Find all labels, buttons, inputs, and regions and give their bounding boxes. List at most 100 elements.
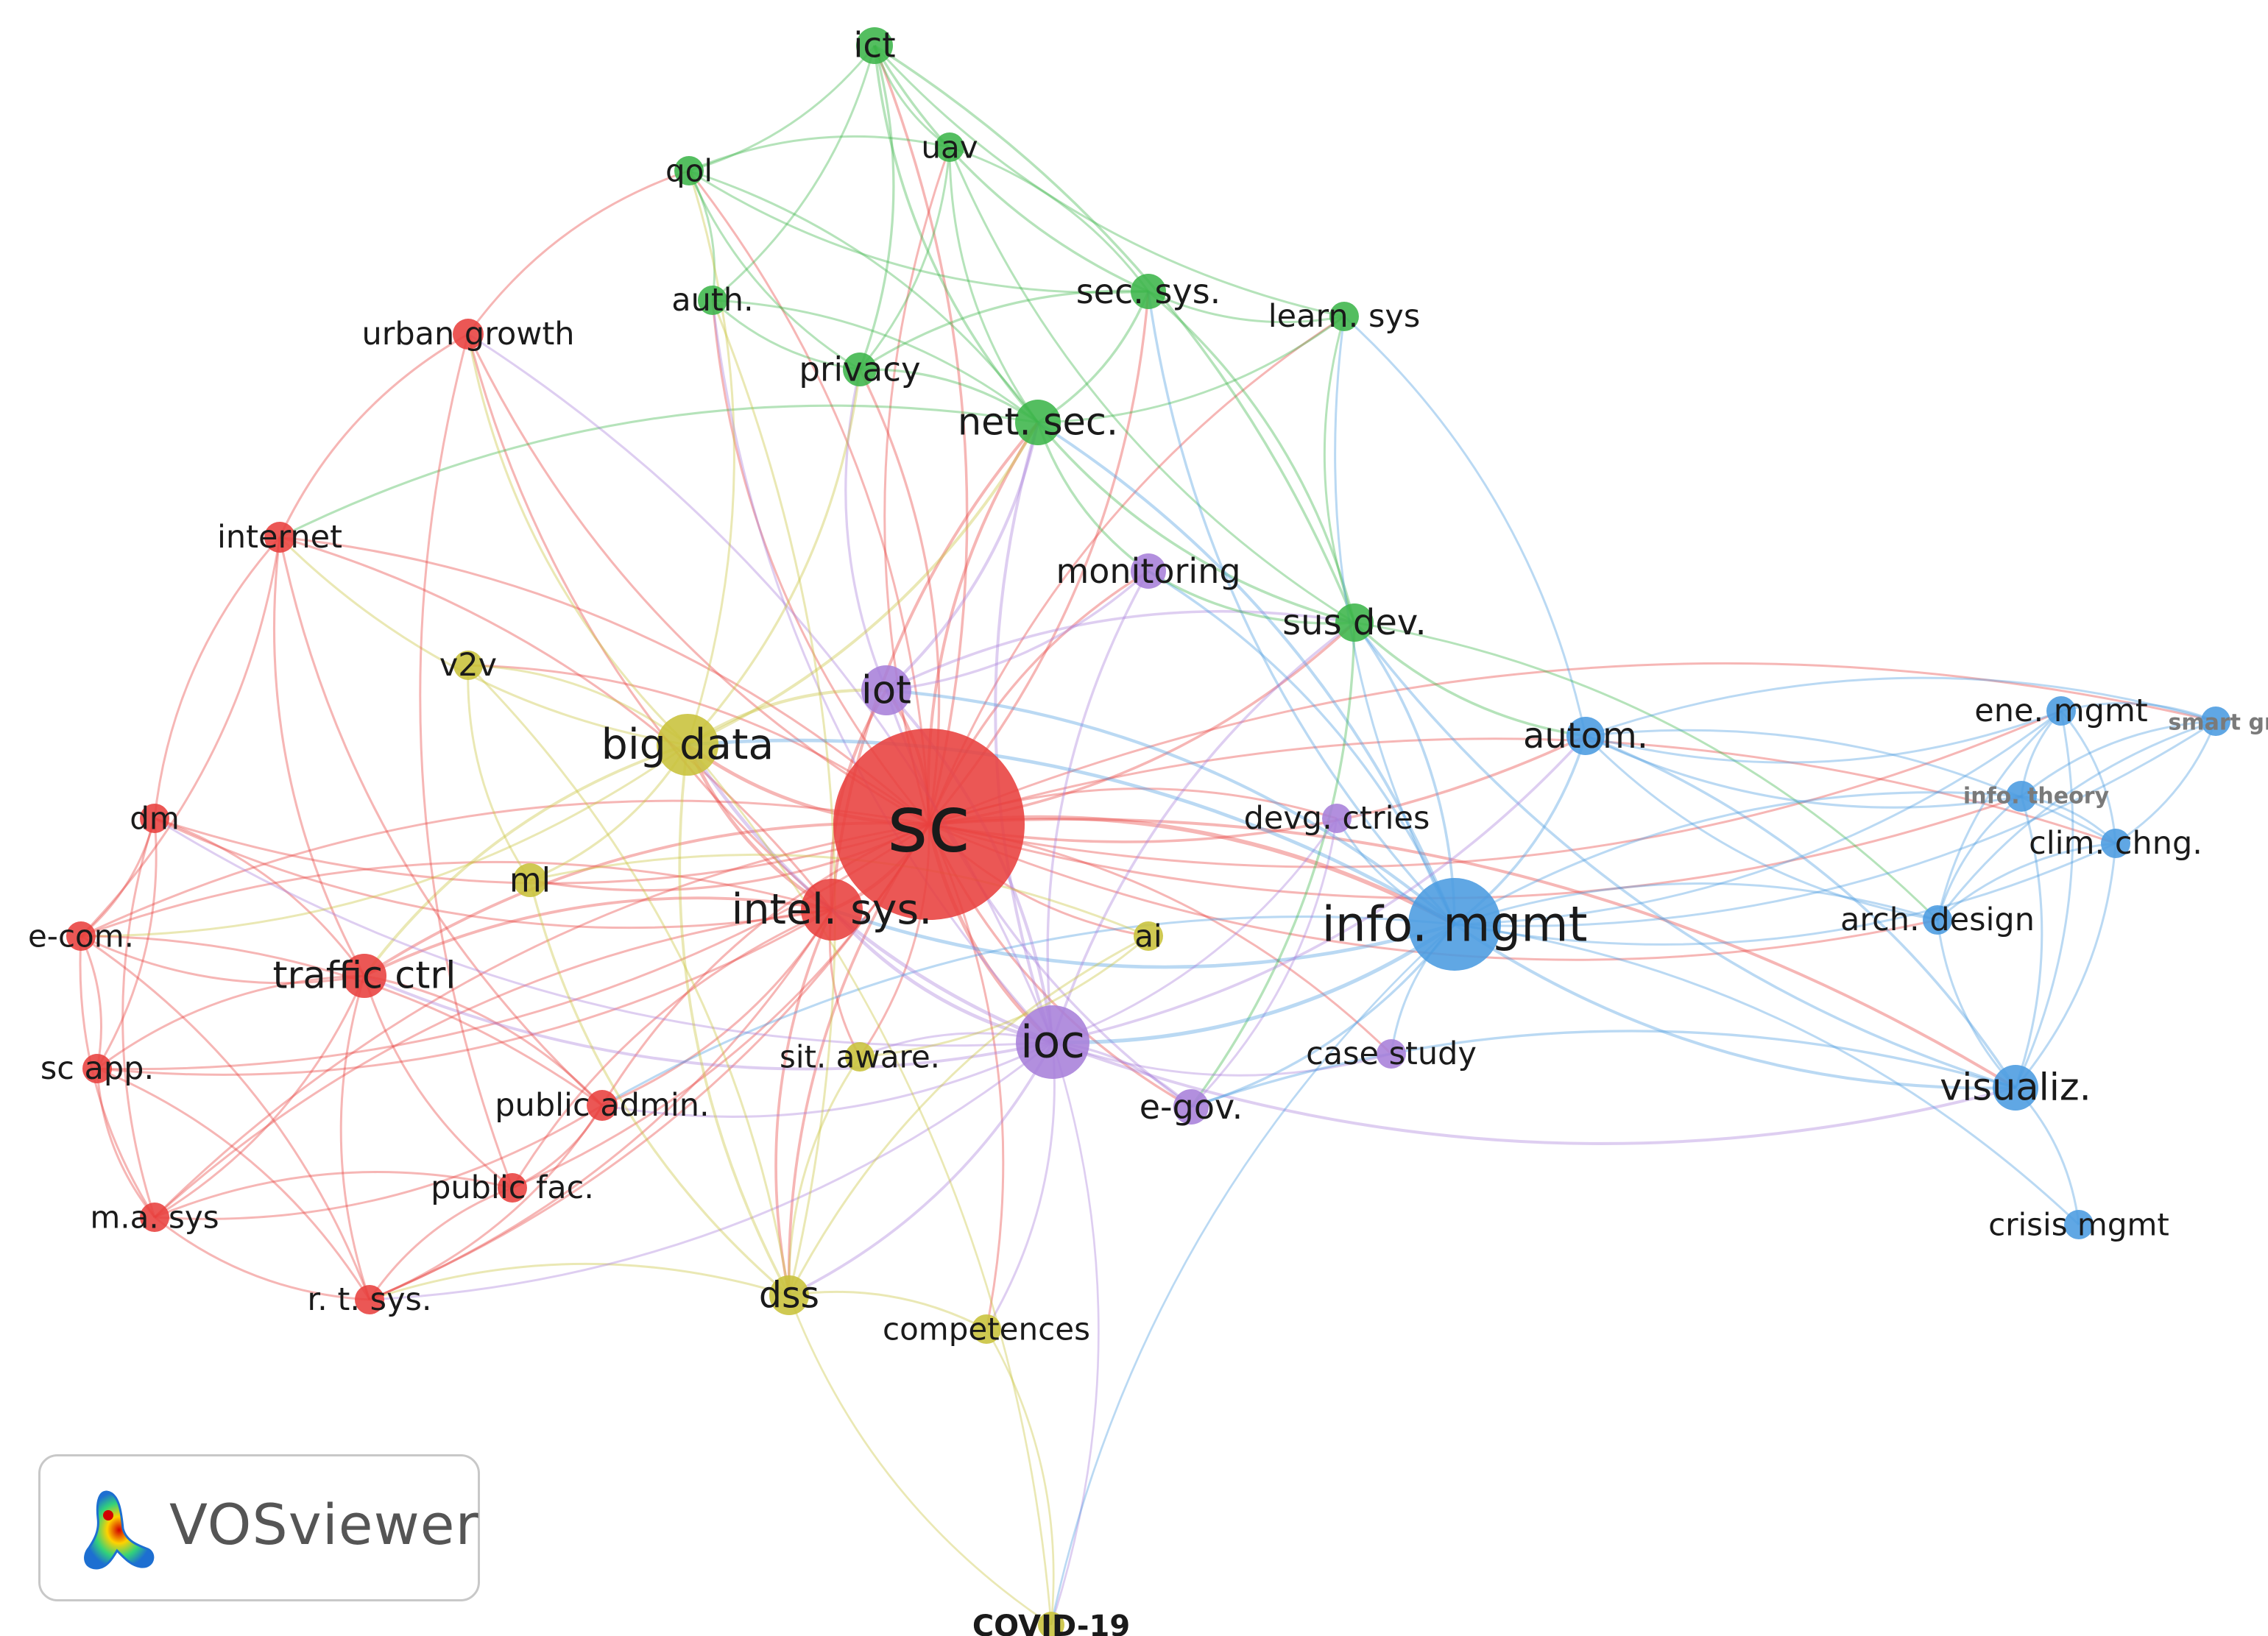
edge-infomgmt-climchng xyxy=(1454,842,2116,946)
edge-internet-bigdata xyxy=(278,536,688,746)
edge-traffic-internet xyxy=(272,537,366,977)
node-label-traffic: traffic ctrl xyxy=(273,955,456,998)
node-crisis[interactable] xyxy=(2064,1210,2094,1239)
node-netsec[interactable] xyxy=(1015,400,1061,445)
edge-intel-urban xyxy=(467,333,833,911)
edge-autom-enemgmt xyxy=(1585,709,2062,764)
node-devg[interactable] xyxy=(1322,804,1352,833)
edge-urban-bigdata xyxy=(467,333,689,746)
node-rtsys[interactable] xyxy=(355,1285,384,1314)
edge-traffic-bigdata xyxy=(363,743,688,977)
edge-susdev-egov xyxy=(1190,622,1356,1108)
node-dss[interactable] xyxy=(769,1275,809,1315)
edge-traffic-scapp xyxy=(96,974,365,1070)
edge-qol-bigdata xyxy=(686,170,735,746)
node-label-uav: uav xyxy=(921,130,978,166)
edge-secsys-privacy xyxy=(859,289,1149,371)
edge-infomgmt-crisis xyxy=(1454,923,2080,1226)
node-label-susdev: sus dev. xyxy=(1282,602,1427,643)
node-infotheory[interactable] xyxy=(2006,781,2037,812)
edge-infotheory-archdesign xyxy=(1936,795,2022,921)
edge-enemgmt-smartgrid xyxy=(2060,701,2216,723)
edge-uav-netsec xyxy=(948,146,1039,423)
node-smartgrid[interactable] xyxy=(2201,707,2230,736)
edge-ai-sitaware xyxy=(859,935,1149,1058)
edge-masys-pubfac xyxy=(154,1171,513,1219)
edge-rtsys-pubadmin xyxy=(369,1105,604,1301)
node-masys[interactable] xyxy=(140,1203,169,1232)
node-ict[interactable] xyxy=(856,27,893,64)
edge-traffic-pubadmin xyxy=(364,974,604,1107)
edge-covid-bigdata xyxy=(686,744,1053,1626)
node-covid[interactable] xyxy=(1038,1612,1064,1636)
node-monitoring[interactable] xyxy=(1131,553,1166,589)
node-visualiz[interactable] xyxy=(1993,1065,2038,1111)
node-auth[interactable] xyxy=(698,286,727,315)
node-archdesign[interactable] xyxy=(1923,905,1952,935)
node-traffic[interactable] xyxy=(342,954,386,998)
node-egov[interactable] xyxy=(1173,1089,1209,1125)
node-dm[interactable] xyxy=(140,804,169,833)
edge-ict-netsec xyxy=(873,45,1039,424)
node-v2v[interactable] xyxy=(453,651,483,680)
edge-ecom-rtsys xyxy=(80,935,371,1300)
edge-monitoring-iot xyxy=(886,570,1150,692)
edge-sc-qol xyxy=(688,170,930,825)
node-secsys[interactable] xyxy=(1131,274,1166,309)
edge-iot-infomgmt xyxy=(886,688,1456,926)
node-privacy[interactable] xyxy=(843,353,877,386)
edge-enemgmt-visualiz xyxy=(2014,710,2074,1088)
edge-netsec-monitoring xyxy=(1036,422,1149,573)
node-label-iot: iot xyxy=(861,668,911,713)
node-label-ioc: ioc xyxy=(1020,1016,1085,1069)
node-climchng[interactable] xyxy=(2101,829,2130,858)
edge-intel-infomgmt xyxy=(831,907,1455,969)
node-ml[interactable] xyxy=(513,863,547,897)
edge-rtsys-dss xyxy=(369,1262,790,1301)
node-intel[interactable] xyxy=(801,879,863,941)
node-sc[interactable] xyxy=(833,729,1025,920)
edge-uav-qol xyxy=(688,135,950,172)
node-scapp[interactable] xyxy=(82,1054,112,1083)
edge-competences-ioc xyxy=(985,1041,1056,1330)
edge-ict-auth xyxy=(712,45,876,302)
edge-ioc-autom xyxy=(1052,734,1587,1044)
node-label-ai: ai xyxy=(1134,918,1162,955)
node-ecom[interactable] xyxy=(66,921,96,951)
node-label-sc: sc xyxy=(887,779,971,870)
node-pubfac[interactable] xyxy=(498,1173,527,1203)
node-ai[interactable] xyxy=(1134,921,1163,951)
node-label-learn: learn. sys xyxy=(1268,298,1421,335)
node-autom[interactable] xyxy=(1566,717,1605,755)
node-pubadmin[interactable] xyxy=(587,1090,618,1121)
node-casestudy[interactable] xyxy=(1377,1039,1406,1069)
node-susdev[interactable] xyxy=(1335,603,1374,642)
edge-enemgmt-archdesign xyxy=(1936,709,2062,921)
node-bigdata[interactable] xyxy=(657,714,718,776)
edge-susdev-iot xyxy=(886,609,1355,692)
node-enemgmt[interactable] xyxy=(2046,696,2076,726)
node-urban[interactable] xyxy=(453,319,484,350)
node-sitaware[interactable] xyxy=(845,1042,875,1072)
node-qol[interactable] xyxy=(674,156,704,185)
node-learn[interactable] xyxy=(1329,302,1359,331)
edge-sc-internet xyxy=(279,536,930,826)
edge-ict-learn xyxy=(873,44,1345,318)
node-competences[interactable] xyxy=(972,1314,1001,1344)
edge-internet-dm xyxy=(153,537,281,819)
edge-dm-ecom xyxy=(80,818,156,938)
node-ioc[interactable] xyxy=(1016,1005,1089,1079)
node-uav[interactable] xyxy=(935,132,964,162)
node-label-covid: COVID-19 xyxy=(972,1610,1130,1636)
node-label-devg: devg. ctries xyxy=(1244,800,1430,837)
node-internet[interactable] xyxy=(264,522,295,553)
edge-sc-visualiz xyxy=(928,818,2017,1089)
edge-infotheory-visualiz xyxy=(2014,796,2043,1088)
node-iot[interactable] xyxy=(861,665,911,715)
node-infomgmt[interactable] xyxy=(1408,878,1501,971)
node-label-scapp: sc app. xyxy=(40,1050,154,1087)
edge-secsys-learn xyxy=(1148,290,1345,324)
nodes-layer xyxy=(66,27,2230,1636)
node-label-infotheory: info. theory xyxy=(1963,784,2110,810)
